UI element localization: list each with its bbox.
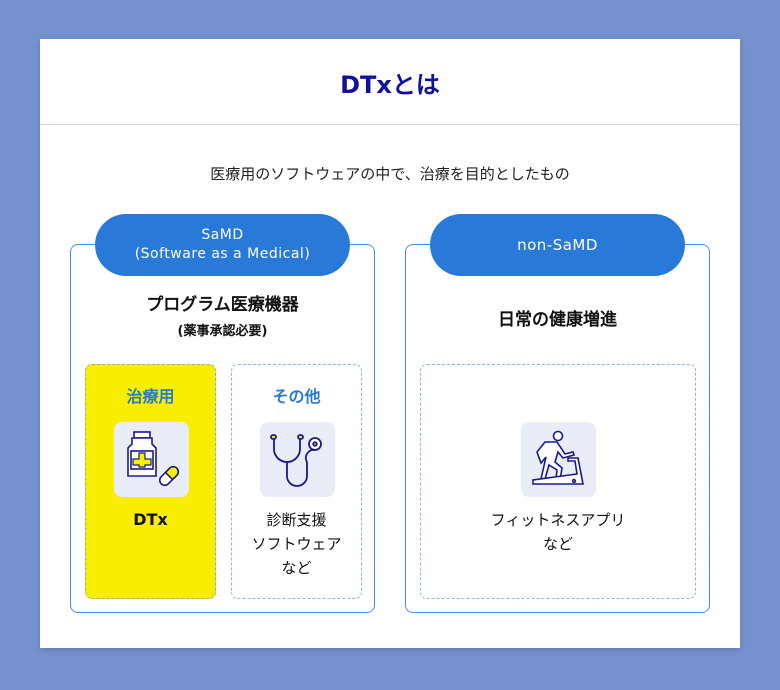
other-label: その他: [272, 387, 321, 406]
page-title: DTxとは: [340, 71, 440, 99]
non-samd-pill: non-SaMD: [430, 214, 685, 276]
non-samd-box: 日常の健康増進 フィットネスアプリ など: [405, 244, 710, 613]
other-text-line: など: [281, 559, 312, 577]
samd-pill: SaMD (Software as a Medical): [95, 214, 350, 276]
stethoscope-icon: [259, 422, 335, 497]
non-samd-inner-box: フィットネスアプリ など: [420, 364, 696, 599]
samd-pill-subtitle: (Software as a Medical): [134, 246, 311, 262]
divider: [40, 124, 740, 125]
other-box: その他 診断支援 ソフトウェア など: [231, 364, 362, 599]
other-text-line: 診断支援: [266, 511, 327, 529]
treatment-box: 治療用 DTx: [85, 364, 216, 599]
samd-pill-title: SaMD: [201, 227, 244, 243]
samd-heading: プログラム医療機器: [146, 295, 299, 315]
non-samd-text-line: フィットネスアプリ: [490, 511, 626, 529]
samd-box: プログラム医療機器 (薬事承認必要) 治療用 DTx その他 診断支援 ソフトウ…: [70, 244, 375, 613]
treatment-label: 治療用: [126, 387, 175, 406]
dtx-card: DTxとは 医療用のソフトウェアの中で、治療を目的としたもの プログラム医療機器…: [40, 39, 740, 648]
samd-subheading: (薬事承認必要): [177, 324, 268, 339]
other-text-line: ソフトウェア: [251, 535, 342, 553]
treatment-text: DTx: [133, 510, 168, 529]
non-samd-pill-title: non-SaMD: [517, 235, 598, 254]
non-samd-heading: 日常の健康増進: [498, 310, 617, 330]
medicine-bottle-capsule-icon: [113, 422, 189, 497]
non-samd-text-line: など: [542, 535, 573, 553]
treadmill-runner-icon: [521, 422, 596, 497]
non-samd-text: フィットネスアプリ など: [421, 508, 695, 556]
other-text: 診断支援 ソフトウェア など: [232, 508, 361, 580]
subtitle: 医療用のソフトウェアの中で、治療を目的としたもの: [210, 165, 570, 183]
